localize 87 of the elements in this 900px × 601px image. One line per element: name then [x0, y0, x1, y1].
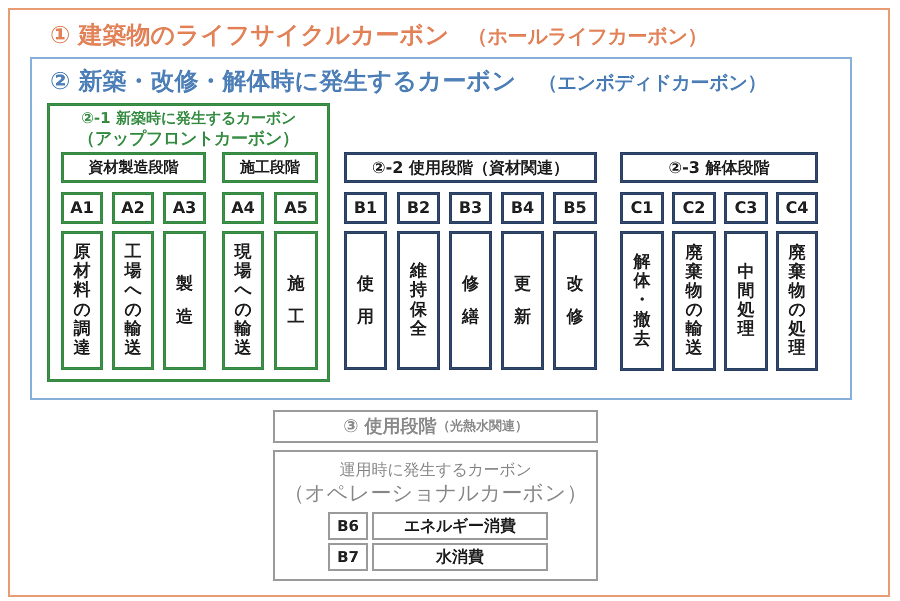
- stage-code: B4: [510, 199, 534, 217]
- stage-box: [112, 231, 154, 370]
- stage-code: C1: [630, 199, 654, 217]
- section-subtitle: （ホールライフカーボン）: [468, 25, 708, 47]
- stage-label: 解体・撤去: [634, 253, 650, 349]
- stage-box: [372, 543, 548, 571]
- stage-box: [553, 231, 597, 370]
- phase-label: 資材製造段階: [88, 159, 178, 176]
- stage-code: B5: [563, 199, 587, 217]
- stage-box: [449, 231, 492, 370]
- stage-label: 施工: [288, 273, 304, 328]
- stage-label: 修繕: [462, 273, 479, 328]
- stage-code: C4: [786, 199, 808, 217]
- stage-box: [372, 512, 548, 540]
- section-title: ② 新築・改修・解体時に発生するカーボン: [50, 68, 517, 94]
- stage-code: A4: [231, 199, 255, 217]
- stage-code-box: [328, 512, 368, 540]
- phase-header-box: [273, 410, 598, 443]
- stage-label: 使用: [357, 273, 374, 328]
- stage-code-box: [328, 543, 368, 571]
- stage-code: A3: [172, 199, 196, 217]
- phase-header-box: [61, 152, 206, 183]
- phase-label: 施工段階: [240, 159, 300, 176]
- stage-code-box: [222, 192, 264, 224]
- section-title: ① 建築物のライフサイクルカーボン: [50, 22, 450, 48]
- group-title: 運用時に発生するカーボン: [340, 461, 532, 479]
- group-subtitle: （オペレーショナルカーボン）: [284, 482, 588, 505]
- section-subtitle: （エンボディドカーボン）: [538, 73, 767, 94]
- stage-code: B7: [337, 548, 359, 566]
- stage-code: B2: [406, 199, 430, 217]
- stage-code: A1: [70, 199, 94, 217]
- stage-label: 維持保全: [410, 262, 427, 339]
- stage-label: 中間処理: [738, 262, 754, 340]
- stage-box: [776, 231, 818, 371]
- embodied-frame: [30, 57, 852, 400]
- group-subtitle: （アップフロントカーボン）: [78, 130, 299, 148]
- phase-label: ③ 使用段階: [343, 416, 437, 436]
- stage-code: A5: [284, 199, 308, 217]
- stage-code-box: [724, 192, 768, 224]
- stage-label: 廃棄物の処理: [788, 244, 806, 358]
- stage-label: エネルギー消費: [404, 517, 516, 535]
- upfront-frame: [47, 103, 330, 382]
- stage-code-box: [620, 192, 664, 224]
- stage-code-box: [274, 192, 318, 224]
- stage-box: [344, 231, 387, 370]
- stage-code: C2: [682, 199, 706, 217]
- stage-code-box: [501, 192, 544, 224]
- stage-code: B6: [337, 518, 359, 534]
- stage-code: C3: [734, 199, 758, 217]
- stage-box: [222, 231, 264, 370]
- stage-code: A2: [121, 199, 145, 217]
- stage-code-box: [553, 192, 597, 224]
- stage-code: B1: [354, 199, 378, 217]
- stage-code-box: [672, 192, 716, 224]
- stage-label: 製造: [176, 273, 193, 328]
- phase-label: ②-3 解体段階: [668, 158, 770, 176]
- stage-code-box: [397, 192, 440, 224]
- stage-box: [501, 231, 544, 370]
- stage-code-box: [344, 192, 387, 224]
- stage-label: 水消費: [436, 548, 484, 566]
- stage-code-box: [449, 192, 492, 224]
- phase-note: （光熱水関連）: [436, 420, 528, 435]
- stage-box: [274, 231, 318, 370]
- stage-code-box: [112, 192, 154, 224]
- stage-box: [724, 231, 768, 371]
- stage-label: 工場への輸送: [124, 243, 142, 358]
- operational-frame: [273, 450, 598, 581]
- stage-label: 原材料の調達: [74, 243, 90, 358]
- stage-code-box: [776, 192, 818, 224]
- stage-box: [672, 231, 716, 371]
- stage-label: 改修: [566, 273, 584, 328]
- stage-code-box: [163, 192, 206, 224]
- stage-label: 現場への輸送: [234, 243, 252, 358]
- stage-label: 更新: [514, 273, 531, 328]
- phase-header-box: [222, 152, 318, 183]
- stage-box: [620, 231, 664, 371]
- phase-header-box: [344, 152, 597, 183]
- group-title: ②-1 新築時に発生するカーボン: [81, 110, 296, 126]
- stage-box: [61, 231, 103, 370]
- stage-box: [163, 231, 206, 370]
- phase-label: ②-2 使用段階（資材関連）: [372, 158, 569, 176]
- stage-label: 廃棄物の輸送: [686, 244, 702, 358]
- phase-header-box: [620, 152, 818, 183]
- stage-box: [397, 231, 440, 370]
- stage-code: B3: [458, 199, 482, 217]
- lifecycle-frame: [8, 8, 890, 597]
- stage-code-box: [61, 192, 103, 224]
